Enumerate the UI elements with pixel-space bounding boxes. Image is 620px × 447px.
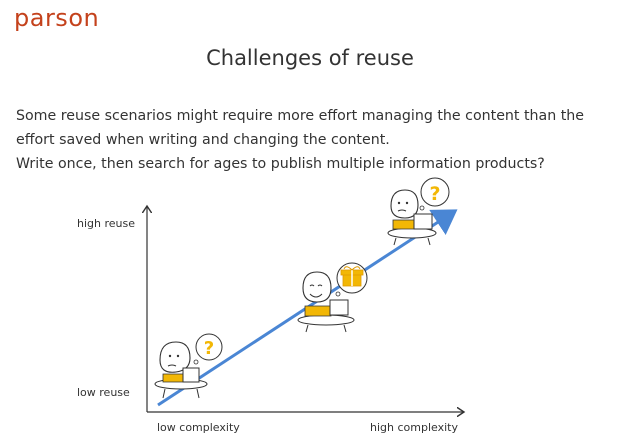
page-title: Challenges of reuse (206, 46, 414, 70)
x-axis-high-label: high complexity (370, 421, 458, 434)
parson-logo: parson (14, 4, 100, 32)
y-axis-low-label: low reuse (77, 386, 130, 399)
body-paragraph-2: Write once, then search for ages to publ… (16, 156, 545, 172)
confused-worker-figure-2: ? (387, 177, 450, 246)
y-axis-high-label: high reuse (77, 217, 135, 230)
gift-icon (340, 266, 364, 287)
confused-worker-figure-1: ? (154, 333, 223, 399)
x-axis-low-label: low complexity (157, 421, 240, 434)
question-mark-icon: ? (204, 338, 214, 359)
body-paragraph-1: Some reuse scenarios might require more … (16, 108, 585, 148)
question-mark-icon: ? (429, 183, 440, 205)
happy-worker-figure (297, 262, 368, 333)
